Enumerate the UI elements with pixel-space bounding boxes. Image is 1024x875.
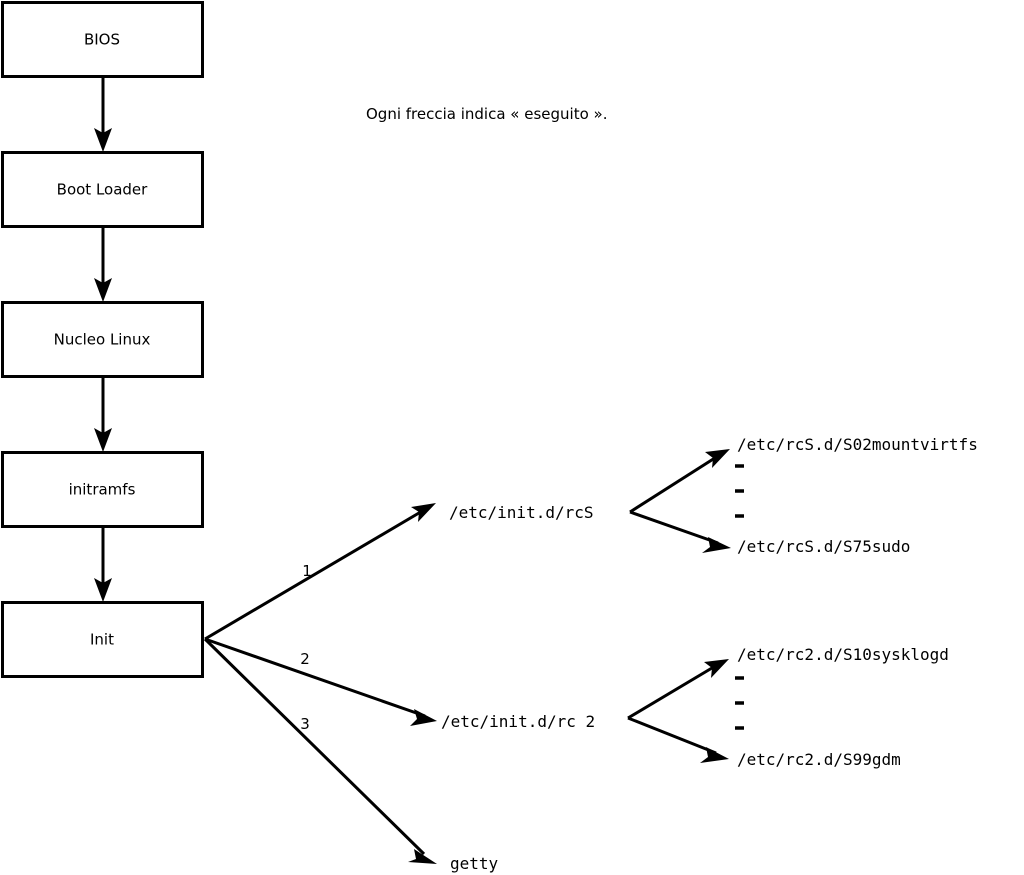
- init-branch-2-target[interactable]: /etc/init.d/rc 2: [441, 712, 595, 731]
- rcs-scripts-group: /etc/rcS.d/S02mountvirtfs /etc/rcS.d/S75…: [629, 435, 978, 556]
- arrow-bios-to-boot-loader: [94, 77, 112, 152]
- init-branch-3-target[interactable]: getty: [450, 854, 499, 873]
- node-boot-loader-label: Boot Loader: [57, 181, 149, 199]
- init-branch-2-number: 2: [300, 650, 310, 668]
- node-init[interactable]: Init: [1, 601, 204, 678]
- init-branch-1: 1 /etc/init.d/rcS: [204, 503, 594, 641]
- rcs-script-last[interactable]: /etc/rcS.d/S75sudo: [737, 537, 910, 556]
- node-bios[interactable]: BIOS: [1, 1, 204, 78]
- rc2-scripts-group: /etc/rc2.d/S10sysklogd /etc/rc2.d/S99gdm: [627, 645, 949, 769]
- node-init-rect[interactable]: [1, 601, 204, 678]
- init-fanout-group: 1 /etc/init.d/rcS 2 /etc/init.d/rc 2 3 g…: [203, 503, 595, 873]
- node-init-label: Init: [90, 631, 114, 649]
- rc2-arrow-first: [627, 659, 729, 720]
- init-branch-1-number: 1: [302, 562, 312, 580]
- arrow-initramfs-to-init: [94, 527, 112, 602]
- init-branch-1-target[interactable]: /etc/init.d/rcS: [449, 503, 594, 522]
- node-bios-label: BIOS: [84, 31, 120, 49]
- init-branch-3-number: 3: [300, 715, 310, 733]
- rc2-script-last[interactable]: /etc/rc2.d/S99gdm: [737, 750, 901, 769]
- node-boot-loader-rect[interactable]: [1, 151, 204, 228]
- node-bios-rect[interactable]: [1, 1, 204, 78]
- node-kernel-rect[interactable]: [1, 301, 204, 378]
- arrow-kernel-to-initramfs: [94, 377, 112, 452]
- rcs-arrow-first: [629, 449, 730, 514]
- rcs-arrow-last: [629, 510, 731, 553]
- boot-chain-group: BIOS Boot Loader Nucleo Linux initramfs …: [1, 1, 204, 678]
- node-initramfs-rect[interactable]: [1, 451, 204, 528]
- rc2-script-first[interactable]: /etc/rc2.d/S10sysklogd: [737, 645, 949, 664]
- boot-chain-arrows: [94, 77, 112, 602]
- init-branch-2: 2 /etc/init.d/rc 2: [204, 637, 595, 731]
- init-branch-3: 3 getty: [203, 637, 499, 873]
- rc2-arrow-last: [627, 716, 729, 763]
- rc2-ellipsis: [735, 676, 744, 730]
- node-boot-loader[interactable]: Boot Loader: [1, 151, 204, 228]
- caption-every-arrow-means-executed: Ogni freccia indica « eseguito ».: [366, 105, 608, 123]
- node-kernel[interactable]: Nucleo Linux: [1, 301, 204, 378]
- node-kernel-label: Nucleo Linux: [54, 331, 151, 349]
- arrow-boot-loader-to-kernel: [94, 227, 112, 302]
- rcs-script-first[interactable]: /etc/rcS.d/S02mountvirtfs: [737, 435, 978, 454]
- node-initramfs-label: initramfs: [69, 481, 136, 499]
- rcs-ellipsis: [735, 464, 744, 518]
- node-initramfs[interactable]: initramfs: [1, 451, 204, 528]
